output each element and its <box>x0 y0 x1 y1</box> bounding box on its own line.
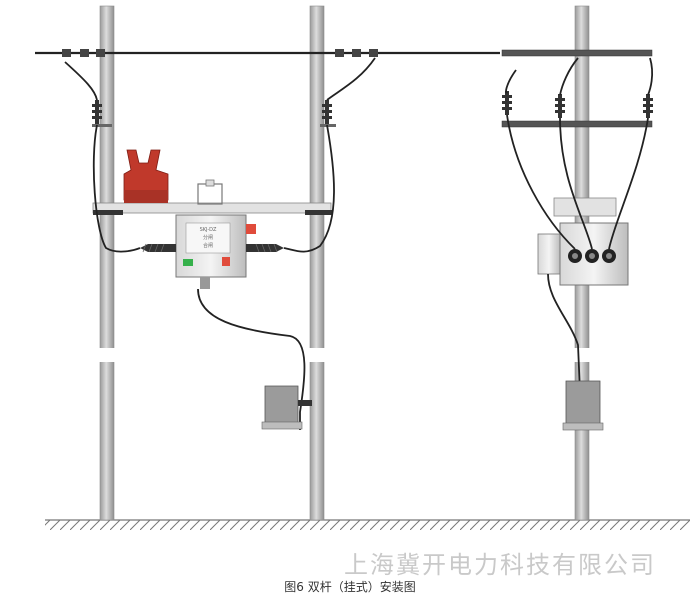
cable-bushing-right <box>246 243 284 253</box>
controller-box-icon <box>261 385 312 430</box>
cables-right-pole <box>505 57 653 393</box>
insulator-icon <box>502 91 653 118</box>
crossarm-upper <box>501 49 653 57</box>
pole-left <box>98 5 116 521</box>
switch-body-right <box>537 197 629 286</box>
nameplate-line1: SKJ-DZ <box>200 227 217 233</box>
red-pt-transformer-icon <box>123 149 169 203</box>
controller-box-right <box>562 380 604 431</box>
cable-bushing-left <box>140 243 176 253</box>
company-watermark: 上海冀开电力科技有限公司 <box>344 551 656 579</box>
insulator-icon <box>92 100 336 127</box>
pole-middle <box>308 5 326 521</box>
ground <box>45 519 690 530</box>
switch-body-icon: SKJ-DZ 分闸 合闸 <box>175 179 256 289</box>
mounting-beam <box>92 202 333 215</box>
overhead-line <box>35 49 500 57</box>
cables-left-span <box>64 57 376 430</box>
figure-caption: 图6 双杆（挂式）安装图 <box>284 580 416 594</box>
nameplate-line3: 合闸 <box>203 242 213 249</box>
crossarm-lower <box>501 120 653 128</box>
nameplate-line2: 分闸 <box>203 234 213 241</box>
